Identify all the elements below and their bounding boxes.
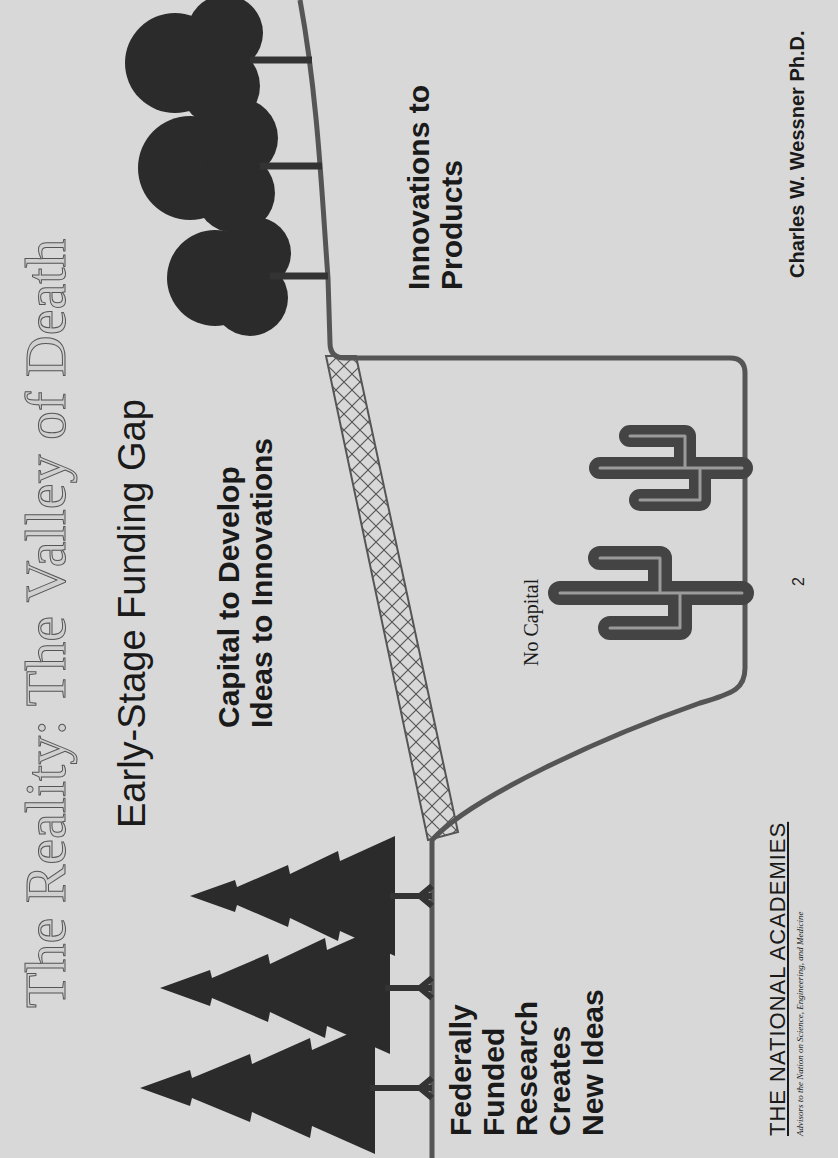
trunk xyxy=(370,1078,432,1098)
author-name: Charles W. Wessner Ph.D. xyxy=(786,31,808,279)
destination-label: Innovations to Products xyxy=(402,45,468,290)
cactus-body xyxy=(560,558,742,628)
trunk xyxy=(250,57,312,64)
subtitle: Early-Stage Funding Gap xyxy=(112,399,154,828)
trunk xyxy=(385,978,432,998)
trunk xyxy=(390,886,432,906)
tree xyxy=(160,922,390,1054)
cactus xyxy=(560,558,742,628)
organization-tagline: Advisors to the Nation on Science, Engin… xyxy=(796,912,806,1136)
organization-logo: THE NATIONAL ACADEMIES xyxy=(766,822,790,1136)
valley-label: No Capital xyxy=(520,579,542,666)
cactus-rib xyxy=(600,436,742,500)
tree xyxy=(190,836,395,956)
tree xyxy=(140,1022,375,1154)
bridge-label: Capital to Develop Ideas to Innovations xyxy=(212,398,278,728)
page-number: 2 xyxy=(790,577,808,586)
origin-label: Federally Funded Research Creates New Id… xyxy=(444,958,609,1136)
tree-trunks xyxy=(370,886,432,1098)
cactus-body xyxy=(600,436,742,500)
trunk xyxy=(270,273,328,280)
cactus-rib xyxy=(560,558,742,628)
bridge xyxy=(326,356,458,840)
trunk xyxy=(260,163,322,170)
slide-title: The Reality: The Valley of Death xyxy=(14,239,78,1008)
conifer-trees xyxy=(140,836,395,1154)
cactus xyxy=(600,436,742,500)
tree-trunks xyxy=(250,60,328,276)
